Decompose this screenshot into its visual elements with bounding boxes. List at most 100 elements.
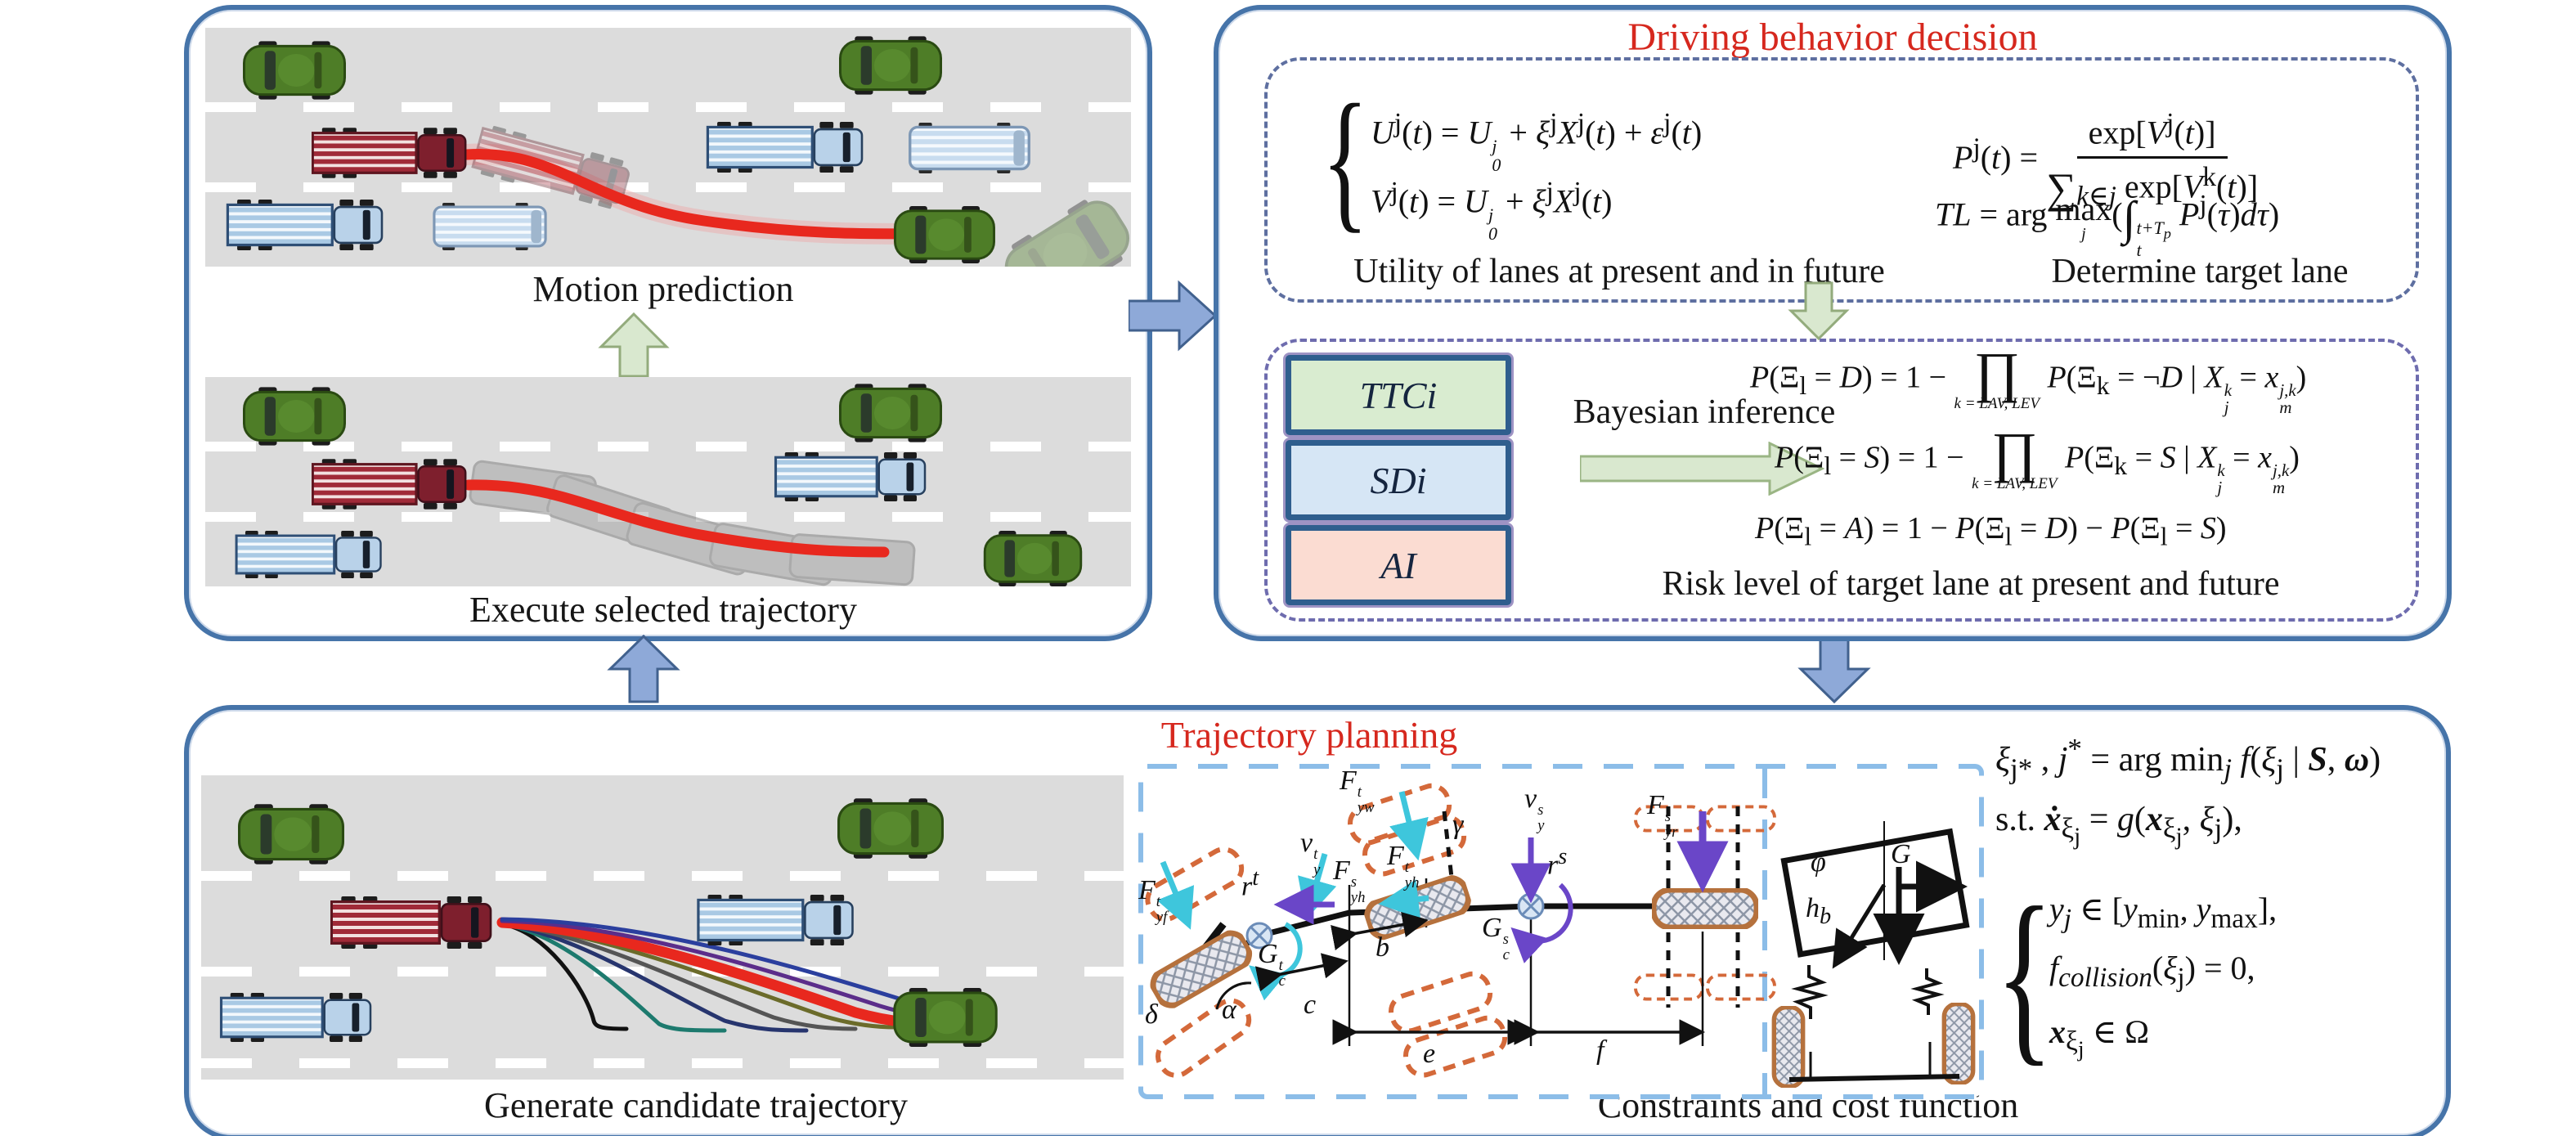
caption-motion-prediction: Motion prediction bbox=[532, 269, 794, 309]
constraints-brace: { bbox=[1995, 868, 2054, 1084]
execute-trajectory-scene bbox=[205, 377, 1131, 586]
arrow-up-blue-icon bbox=[607, 634, 680, 703]
risk-box: TTCi SDi AI Bayesian inference P(Ξl = D)… bbox=[1264, 339, 2419, 622]
roll-model bbox=[1774, 821, 1972, 1086]
green-car bbox=[238, 804, 344, 864]
eq-risk-s: P(Ξl = S) = 1 − ∏k = LAV, LEV P(Ξk = S |… bbox=[1775, 421, 2300, 498]
caption-generate-trajectory: Generate candidate trajectory bbox=[484, 1085, 908, 1125]
eq-subject-to: s.t. ẋξj = g(xξj, ξj), bbox=[1995, 801, 2242, 851]
indicator-ttci: TTCi bbox=[1286, 355, 1511, 435]
purple-force-arrows bbox=[1273, 811, 1729, 963]
decision-title: Driving behavior decision bbox=[1627, 16, 2038, 59]
indicator-ai: AI bbox=[1286, 525, 1511, 605]
blue-truck bbox=[774, 452, 927, 501]
eq-p-fraction: exp[Vj(t)] ∑k∈j exp[Vk(t)] bbox=[2046, 108, 2258, 213]
green-car bbox=[893, 206, 996, 263]
indicator-ttci-label: TTCi bbox=[1359, 374, 1438, 416]
green-car bbox=[243, 41, 346, 100]
caption-utility: Utility of lanes at present and in futur… bbox=[1353, 253, 1885, 290]
blue-truck bbox=[706, 122, 864, 173]
caption-risk-level: Risk level of target lane at present and… bbox=[1662, 565, 2280, 603]
blue-truck bbox=[697, 895, 855, 945]
light-trailer bbox=[434, 203, 545, 250]
label-r-s: rs bbox=[1547, 844, 1568, 881]
label-phi: φ bbox=[1811, 847, 1826, 878]
green-car bbox=[839, 384, 942, 442]
green-car bbox=[243, 387, 346, 446]
light-trailer bbox=[910, 123, 1030, 173]
roll-wheel-right bbox=[1944, 1004, 1972, 1084]
label-alpha: α bbox=[1222, 995, 1236, 1025]
candidate-trajectory-scene bbox=[201, 775, 1124, 1080]
green-car bbox=[983, 531, 1083, 586]
eq-p-lhs: Pj(t) = bbox=[1953, 132, 2039, 176]
eq-risk-d: P(Ξl = D) = 1 − ∏k = LAV, LEV P(Ξk = ¬D … bbox=[1750, 341, 2307, 418]
red-truck bbox=[312, 459, 467, 510]
eq-p-denominator: ∑k∈j exp[Vk(t)] bbox=[2046, 162, 2259, 213]
indicator-ai-label: AI bbox=[1380, 544, 1416, 586]
spring-right bbox=[1910, 968, 1945, 1015]
pivot-tractor bbox=[1245, 922, 1273, 950]
eq-objective: ξj* , j* = arg minj f(ξj | S, ω) bbox=[1995, 733, 2381, 785]
rear-tire bbox=[1654, 890, 1757, 927]
brace: { bbox=[1322, 71, 1369, 246]
arrow-up-green-icon bbox=[598, 312, 670, 378]
planning-title: Trajectory planning bbox=[1160, 714, 1458, 756]
blue-truck bbox=[235, 531, 383, 578]
label-h-b: hb bbox=[1806, 893, 1832, 929]
red-truck bbox=[330, 896, 492, 949]
label-f: f bbox=[1596, 1035, 1604, 1066]
arrow-right-green-icon bbox=[1580, 442, 1825, 496]
green-car bbox=[839, 36, 942, 95]
label-c: c bbox=[1304, 990, 1317, 1020]
arrow-right-blue-icon bbox=[1129, 280, 1218, 352]
blue-truck bbox=[226, 200, 384, 250]
eq-lane-probability: Pj(t) = exp[Vj(t)] ∑k∈j exp[Vk(t)] bbox=[1953, 108, 2258, 213]
label-g: G bbox=[1891, 839, 1911, 869]
green-car bbox=[837, 798, 944, 859]
label-e: e bbox=[1423, 1039, 1436, 1069]
label-r-t: rt bbox=[1241, 865, 1259, 902]
dimension-arrows bbox=[1215, 911, 1705, 1045]
constraint-state-domain: xξj ∈ Ω bbox=[2049, 1013, 2149, 1062]
constraint-y-range: yj ∈ [ymin, ymax], bbox=[2049, 891, 2278, 934]
caption-determine-target-lane: Determine target lane bbox=[2051, 253, 2349, 290]
caption-execute-trajectory: Execute selected trajectory bbox=[469, 590, 857, 630]
motion-panel: Motion prediction Execute select bbox=[184, 5, 1152, 641]
label-gamma: γ bbox=[1452, 810, 1464, 840]
indicator-sdi-label: SDi bbox=[1370, 459, 1427, 501]
arrow-down-blue-icon bbox=[1797, 635, 1871, 704]
indicator-sdi: SDi bbox=[1286, 440, 1511, 520]
pivot-semitrailer bbox=[1517, 892, 1545, 920]
vehicle-dynamics-drawing bbox=[1138, 764, 1984, 1099]
roll-wheel-left bbox=[1774, 1008, 1802, 1087]
blue-truck bbox=[219, 993, 372, 1042]
red-truck bbox=[312, 128, 467, 178]
motion-prediction-scene bbox=[205, 28, 1131, 267]
eq-p-numerator: exp[Vj(t)] bbox=[2076, 108, 2228, 159]
bayesian-inference-label: Bayesian inference bbox=[1573, 393, 1836, 431]
constraint-collision: fcollision(ξj) = 0, bbox=[2049, 950, 2255, 993]
green-car bbox=[893, 988, 998, 1047]
spring-left bbox=[1791, 965, 1829, 1019]
arrow-down-green-icon bbox=[1788, 281, 1850, 341]
selected-trajectory bbox=[463, 479, 890, 558]
eq-risk-a: P(Ξl = A) = 1 − P(Ξl = D) − P(Ξl = S) bbox=[1755, 511, 2227, 551]
label-b: b bbox=[1376, 932, 1389, 963]
